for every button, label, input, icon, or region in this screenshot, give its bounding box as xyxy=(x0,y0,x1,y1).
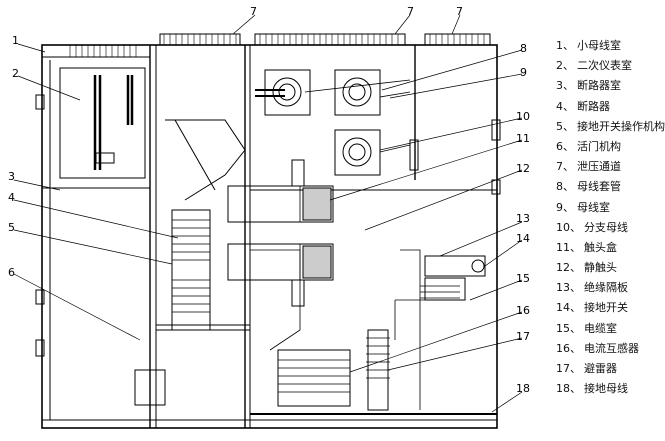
legend-label: 静触头 xyxy=(584,261,617,275)
legend-label: 二次仪表室 xyxy=(577,59,632,73)
legend-number: 14、 xyxy=(556,301,581,315)
callout-11: 11 xyxy=(516,132,530,145)
legend-label: 接地开关操作机构 xyxy=(577,119,665,133)
legend-number: 3、 xyxy=(556,79,574,93)
legend-item: 17、避雷器 xyxy=(556,359,664,379)
busbar-bushings xyxy=(255,69,411,176)
callout-14: 14 xyxy=(516,232,530,245)
legend-label: 接地母线 xyxy=(584,382,628,396)
legend-label: 电流互感器 xyxy=(584,341,639,355)
callout-18: 18 xyxy=(516,382,530,395)
earthing-switch xyxy=(420,255,486,301)
legend-label: 触头盒 xyxy=(584,240,617,254)
circuit-breaker xyxy=(165,119,246,331)
legend-number: 6、 xyxy=(556,139,574,153)
legend-number: 2、 xyxy=(556,59,574,73)
legend-item: 16、电流互感器 xyxy=(556,339,664,359)
legend-item: 2、二次仪表室 xyxy=(556,56,664,76)
legend-label: 断路器 xyxy=(577,99,610,113)
legend-item: 14、接地开关 xyxy=(556,298,664,318)
callout-7a: 7 xyxy=(250,5,257,18)
legend-item: 15、电缆室 xyxy=(556,319,664,339)
legend-number: 16、 xyxy=(556,341,581,355)
legend-label: 泄压通道 xyxy=(577,160,621,174)
legend-number: 8、 xyxy=(556,180,574,194)
legend-item: 7、泄压通道 xyxy=(556,157,664,177)
legend-number: 7、 xyxy=(556,160,574,174)
leader-lines xyxy=(13,14,523,413)
legend-label: 断路器室 xyxy=(577,79,621,93)
callout-10: 10 xyxy=(516,110,530,123)
callout-8: 8 xyxy=(520,42,527,55)
cabinet-outline xyxy=(41,44,498,429)
legend-number: 4、 xyxy=(556,99,574,113)
callout-numbers: 1 2 3 4 5 6 7 7 7 8 9 10 11 12 13 14 15 … xyxy=(8,5,530,395)
legend-item: 8、母线套管 xyxy=(556,177,664,197)
legend-item: 5、接地开关操作机构 xyxy=(556,117,665,137)
instrument-room-devices xyxy=(59,67,146,179)
current-transformer xyxy=(277,349,351,407)
legend-number: 18、 xyxy=(556,382,581,396)
callout-5: 5 xyxy=(8,221,15,234)
callout-6: 6 xyxy=(8,266,15,279)
legend-number: 9、 xyxy=(556,200,574,214)
legend-item: 11、触头盒 xyxy=(556,238,664,258)
legend-label: 活门机构 xyxy=(577,139,621,153)
callout-17: 17 xyxy=(516,330,530,343)
callout-4: 4 xyxy=(8,191,15,204)
callout-7c: 7 xyxy=(456,5,463,18)
legend-item: 4、断路器 xyxy=(556,97,664,117)
small-busbar-room xyxy=(41,44,151,58)
legend-number: 13、 xyxy=(556,281,581,295)
legend-number: 10、 xyxy=(556,220,581,234)
contact-boxes xyxy=(227,159,334,307)
legend-label: 母线套管 xyxy=(577,180,621,194)
callout-3: 3 xyxy=(8,170,15,183)
legend-item: 12、静触头 xyxy=(556,258,664,278)
legend-label: 分支母线 xyxy=(584,220,628,234)
legend-number: 15、 xyxy=(556,321,581,335)
legend-item: 13、绝缘隔板 xyxy=(556,278,664,298)
legend-label: 绝缘隔板 xyxy=(584,281,628,295)
legend-number: 11、 xyxy=(556,240,581,254)
legend-item: 6、活门机构 xyxy=(556,137,664,157)
legend-item: 9、母线室 xyxy=(556,198,664,218)
callout-16: 16 xyxy=(516,304,530,317)
callout-15: 15 xyxy=(516,272,530,285)
callout-7b: 7 xyxy=(407,5,414,18)
legend-item: 3、断路器室 xyxy=(556,76,664,96)
legend-label: 母线室 xyxy=(577,200,610,214)
legend-number: 17、 xyxy=(556,362,581,375)
legend-number: 5、 xyxy=(556,119,574,133)
callout-1: 1 xyxy=(12,34,19,47)
legend-item: 1、小母线室 xyxy=(556,36,664,56)
legend-item: 18、接地母线 xyxy=(556,379,664,399)
legend-label: 避雷器 xyxy=(584,362,617,375)
callout-9: 9 xyxy=(520,66,527,79)
legend-label: 小母线室 xyxy=(577,39,621,52)
legend-number: 1、 xyxy=(556,39,574,52)
surge-arrester xyxy=(366,329,390,411)
callout-12: 12 xyxy=(516,162,530,175)
legend-label: 电缆室 xyxy=(584,321,617,335)
callout-13: 13 xyxy=(516,212,530,225)
callout-2: 2 xyxy=(12,67,19,80)
legend-label: 接地开关 xyxy=(584,301,628,315)
pressure-relief-vents xyxy=(159,33,491,46)
legend-item: 10、分支母线 xyxy=(556,218,664,238)
legend-number: 12、 xyxy=(556,261,581,275)
